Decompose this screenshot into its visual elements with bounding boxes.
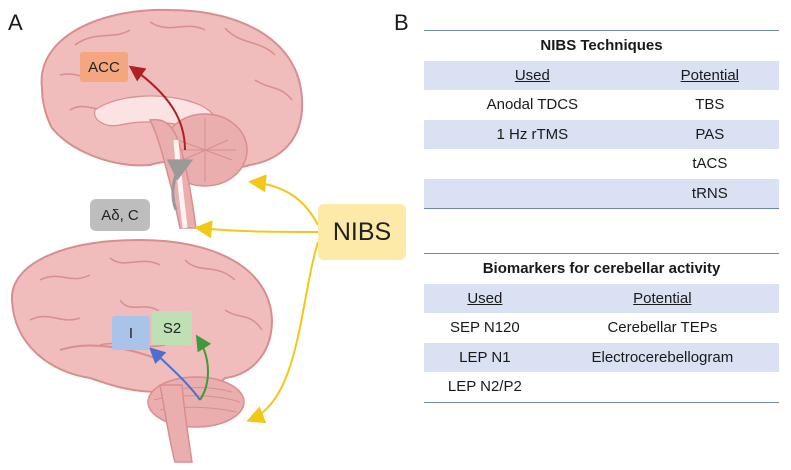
nibs-table-title: NIBS Techniques [424, 30, 779, 61]
blue-arrow-to-insula [149, 347, 201, 401]
bio-table-title: Biomarkers for cerebellar activity [424, 253, 779, 284]
s2-label: S2 [152, 311, 192, 345]
bio-col-potential: Potential [545, 283, 779, 313]
panel-label-a: A [8, 10, 23, 35]
fibers-label: Aδ, C [90, 199, 150, 231]
bio-potential-cell: Electrocerebellogram [545, 342, 779, 372]
nibs-col-potential: Potential [640, 60, 779, 90]
nibs-techniques-table: NIBS Techniques Used Potential Anodal TD… [424, 30, 779, 209]
nibs-potential-cell: TBS [695, 96, 725, 114]
bio-col-used: Used [424, 283, 546, 313]
insula-label: I [112, 316, 150, 350]
bio-potential-cell [545, 372, 779, 403]
bio-used-cell: LEP N2/P2 [424, 372, 546, 403]
bio-used-cell: LEP N1 [424, 342, 546, 372]
nibs-label: NIBS [318, 204, 406, 260]
nibs-used-cell [424, 178, 641, 209]
bio-used-cell: SEP N120 [449, 319, 520, 337]
green-arrow-to-s2 [195, 334, 212, 401]
biomarkers-table: Biomarkers for cerebellar activity Used … [424, 253, 779, 403]
nibs-used-cell [424, 149, 641, 179]
nibs-used-cell: Anodal TDCS [486, 96, 579, 114]
gray-ascending-arrow [166, 159, 194, 211]
nibs-used-cell: 1 Hz rTMS [424, 119, 641, 149]
nibs-arrow-cerebellum-top [248, 174, 319, 226]
sagittal-brain [40, 8, 304, 229]
nibs-potential-cell: PAS [640, 119, 779, 149]
nibs-potential-cell: tRNS [640, 178, 779, 209]
panel-label-b: B [394, 10, 409, 35]
red-arrow-to-acc [128, 65, 186, 151]
nibs-arrow-spinal [194, 220, 319, 239]
acc-label: ACC [80, 52, 128, 82]
lateral-brain [10, 238, 274, 463]
nibs-col-used: Used [424, 60, 641, 90]
bio-potential-cell: Cerebellar TEPs [607, 319, 718, 337]
nibs-potential-cell: tACS [692, 155, 728, 173]
nibs-arrow-cerebellum-bottom [246, 241, 319, 424]
